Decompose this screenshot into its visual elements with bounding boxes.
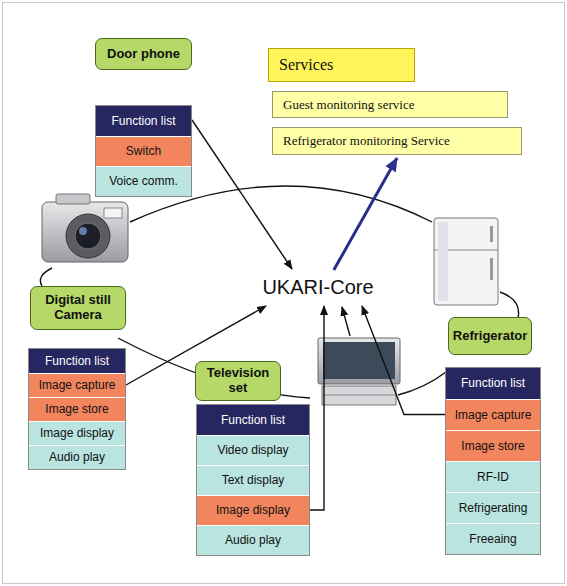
node-text: Text display — [222, 473, 285, 487]
fridge-handle — [490, 226, 493, 242]
function-row: Voice comm. — [96, 166, 191, 196]
node-text: Image capture — [39, 378, 116, 392]
function-row: Image store — [446, 430, 540, 461]
function-list: Function listVideo displayText displayIm… — [196, 404, 310, 556]
function-row: Video display — [197, 435, 309, 465]
node-text: Audio play — [49, 450, 105, 464]
device-label: Television set — [195, 361, 281, 401]
function-row: RF-ID — [446, 461, 540, 492]
fridge-side — [438, 222, 448, 301]
device-label: Refrigerator — [448, 317, 532, 355]
node-text: Image store — [461, 439, 524, 453]
node-text: Freeaing — [469, 532, 516, 546]
core-label: UKARI-Core — [252, 272, 384, 303]
camera-top — [56, 194, 90, 204]
function-row: Image capture — [446, 399, 540, 430]
camera-lens — [66, 214, 110, 258]
connector-arrow — [334, 158, 397, 270]
function-row: Image display — [197, 495, 309, 525]
node-text: Voice comm. — [109, 174, 178, 188]
node-text: Door phone — [107, 47, 180, 62]
node-text: Digital still Camera — [35, 293, 121, 323]
node-text: Video display — [217, 443, 288, 457]
device-arrow — [342, 307, 350, 336]
camera-body — [42, 202, 128, 262]
node-text: Services — [279, 56, 333, 74]
camera-lens — [79, 227, 87, 235]
camera-flash — [104, 208, 122, 218]
node-text: Image display — [216, 503, 290, 517]
fridge-handle — [490, 258, 493, 280]
service-box: Refrigerator monitoring Service — [272, 127, 522, 155]
node-text: Image store — [45, 402, 108, 416]
list-header: Function list — [96, 106, 191, 136]
function-row: Image store — [29, 397, 125, 421]
node-text: UKARI-Core — [262, 276, 373, 299]
device-ring — [40, 268, 52, 286]
node-text: Refrigerator monitoring Service — [283, 133, 450, 149]
function-row: Image capture — [29, 373, 125, 397]
node-text: Image display — [40, 426, 114, 440]
list-header: Function list — [29, 349, 125, 373]
function-row: Audio play — [29, 445, 125, 469]
camera-lens — [75, 223, 101, 249]
device-label: Digital still Camera — [30, 286, 126, 330]
node-text: RF-ID — [477, 470, 509, 484]
function-row: Refrigerating — [446, 492, 540, 523]
function-list: Function listImage captureImage storeRF-… — [445, 367, 541, 555]
service-box: Guest monitoring service — [272, 91, 508, 118]
function-row: Freeaing — [446, 523, 540, 554]
fridge-body — [434, 218, 498, 305]
function-row: Switch — [96, 136, 191, 166]
function-row: Text display — [197, 465, 309, 495]
node-text: Television set — [200, 366, 276, 396]
node-text: Audio play — [225, 533, 281, 547]
function-row: Image display — [29, 421, 125, 445]
connector-arrow — [362, 306, 445, 415]
device-ring — [500, 292, 519, 318]
tv-stand — [322, 395, 396, 396]
tv-frame — [318, 338, 400, 384]
function-list: Function listSwitchVoice comm. — [95, 105, 192, 197]
function-list: Function listImage captureImage storeIma… — [28, 348, 126, 470]
connector-arrow — [310, 306, 324, 510]
list-header: Function list — [197, 405, 309, 435]
function-row: Audio play — [197, 525, 309, 555]
node-text: Image capture — [455, 408, 532, 422]
list-header: Function list — [446, 368, 540, 399]
node-text: Refrigerator — [453, 329, 527, 344]
tv-screen — [323, 342, 395, 379]
device-label: Door phone — [95, 38, 192, 70]
tv-stand — [322, 386, 396, 405]
node-text: Switch — [126, 144, 161, 158]
node-text: Refrigerating — [459, 501, 528, 515]
services-heading: Services — [268, 48, 415, 82]
device-ring — [398, 372, 446, 395]
node-text: Guest monitoring service — [283, 97, 414, 113]
